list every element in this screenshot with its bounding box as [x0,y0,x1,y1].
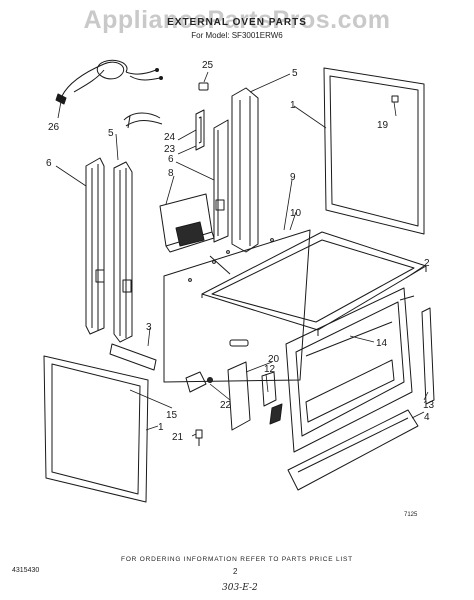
callout-1-top: 1 [290,100,296,111]
callout-labels: 26 25 5 1 19 24 23 5 6 6 8 9 10 2 3 14 2… [46,60,435,443]
model-subtitle: For Model: SF3001ERW6 [191,31,283,40]
callout-19: 19 [377,120,389,131]
document-number: 4315430 [12,567,40,574]
front-frame [285,287,415,453]
hinge-bracket [185,361,283,431]
callout-21: 21 [172,432,184,443]
leader-lines [55,71,429,437]
callout-1-bottom: 1 [158,422,164,433]
callout-12: 12 [264,364,276,375]
back-panel [163,229,311,383]
control-panel-box [159,193,215,253]
callout-3: 3 [146,322,152,333]
callout-10: 10 [290,208,302,219]
callout-20: 20 [268,354,280,365]
kick-plate [287,409,419,491]
callout-24: 24 [164,132,176,143]
callout-2: 2 [424,258,430,269]
page-number: 2 [233,567,238,576]
door-panel [43,355,149,503]
diagram-title: EXTERNAL OVEN PARTS [167,17,307,28]
callout-9: 9 [290,172,296,183]
callout-8: 8 [168,168,174,179]
oven-top-panel [201,231,427,336]
callout-23: 23 [164,144,176,155]
callout-5-top: 5 [292,68,298,79]
callout-6-mid: 6 [168,154,174,165]
handwritten-code: 303-E-2 [222,583,258,593]
bracket-part [195,109,205,151]
bottom-rail [109,343,157,371]
left-side-panel [85,157,133,343]
rear-side-panel [213,87,259,253]
callout-5-left: 5 [108,128,114,139]
screw-part [195,429,203,446]
side-trim-strip [421,307,435,405]
callout-4: 4 [424,412,430,423]
top-panel [323,67,425,235]
callout-15: 15 [166,410,178,421]
callout-13: 13 [423,400,435,411]
watermark: AppliancePartsPros.com [83,6,391,34]
plug-part [198,82,209,91]
wire-harness-part [123,112,163,129]
callout-26: 26 [48,122,60,133]
figure-number: 7125 [404,512,418,518]
power-cord-part [55,59,163,105]
callout-22: 22 [220,400,232,411]
ordering-note: FOR ORDERING INFORMATION REFER TO PARTS … [121,556,353,563]
callout-25: 25 [202,60,214,71]
callout-14: 14 [376,338,388,349]
callout-6-left: 6 [46,158,52,169]
